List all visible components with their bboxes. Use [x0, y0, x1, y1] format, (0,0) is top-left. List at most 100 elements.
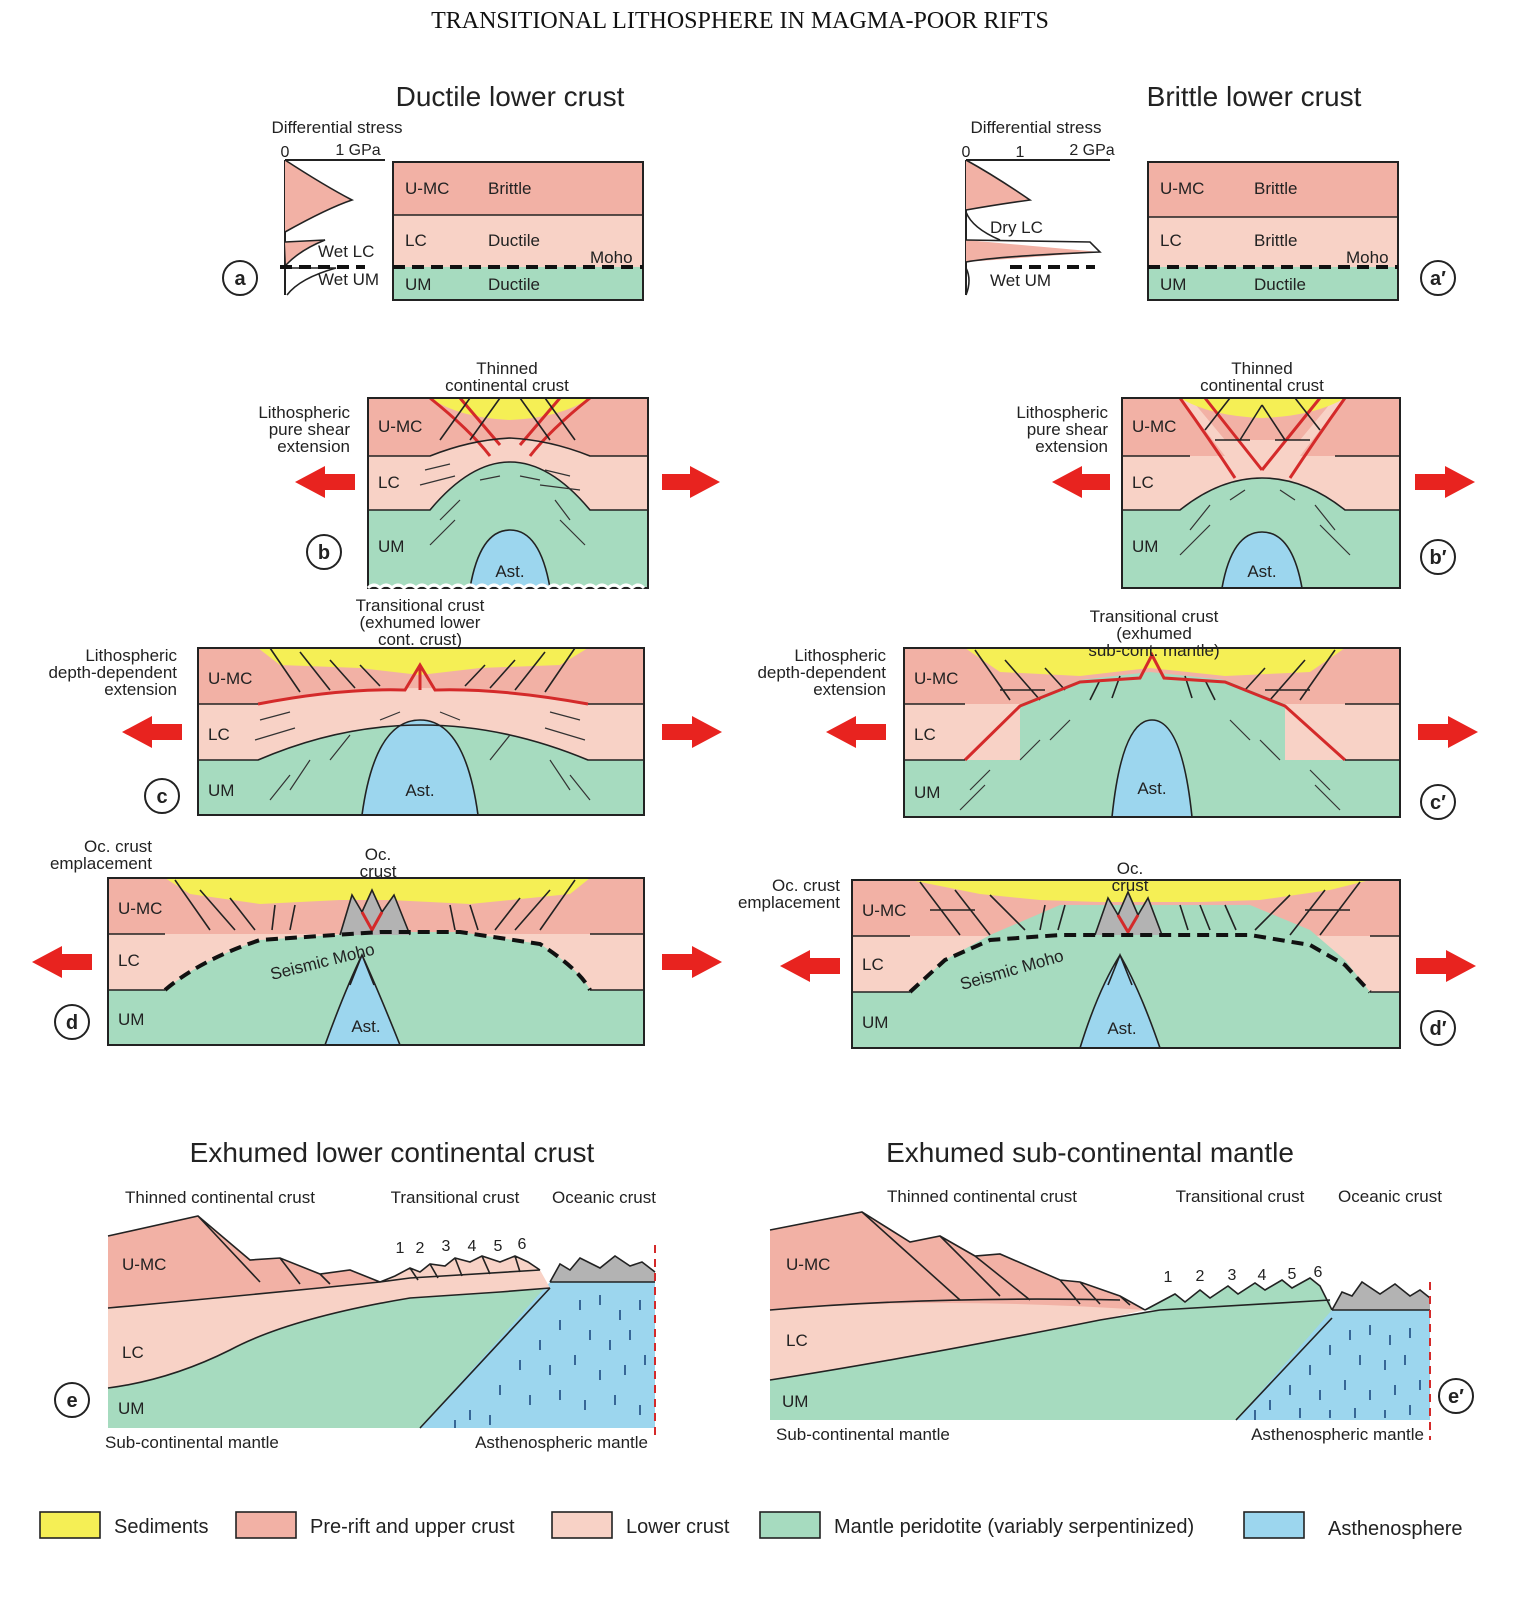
- svg-text:UM: UM: [208, 781, 234, 800]
- svg-text:U-MC: U-MC: [1132, 417, 1176, 436]
- panel-d-prime: U-MC LC UM Ast. Seismic Moho Oc. crust O…: [738, 859, 1476, 1049]
- panel-a: Differential stress 0 1 GPa Wet LC Wet U…: [222, 118, 644, 301]
- svg-text:crust: crust: [360, 862, 397, 881]
- legend-label-sediments: Sediments: [114, 1516, 209, 1538]
- svg-text:2: 2: [1196, 1268, 1205, 1285]
- svg-text:U-MC: U-MC: [378, 417, 422, 436]
- svg-text:pure shear: pure shear: [269, 420, 351, 439]
- svg-text:extension: extension: [277, 437, 350, 456]
- svg-text:continental crust: continental crust: [445, 376, 569, 395]
- svg-text:Brittle: Brittle: [1254, 231, 1297, 250]
- extension-arrow-right: [662, 466, 720, 498]
- svg-text:LC: LC: [1160, 231, 1182, 250]
- svg-text:Thinned continental crust: Thinned continental crust: [125, 1188, 315, 1207]
- svg-text:Transitional crust: Transitional crust: [1090, 607, 1219, 626]
- svg-text:extension: extension: [1035, 437, 1108, 456]
- svg-text:UM: UM: [1160, 275, 1186, 294]
- svg-text:(exhumed: (exhumed: [1116, 624, 1192, 643]
- curve-label-wet-um: Wet UM: [318, 270, 379, 289]
- svg-text:1: 1: [1016, 144, 1025, 161]
- svg-text:6: 6: [518, 1236, 527, 1253]
- svg-text:Asthenospheric mantle: Asthenospheric mantle: [475, 1433, 648, 1452]
- svg-text:LC: LC: [122, 1343, 144, 1362]
- panel-letter-b: [306, 534, 342, 570]
- panel-letter-c-prime: [1420, 784, 1456, 820]
- legend-swatch-asthenosphere: [1243, 1511, 1305, 1539]
- extension-arrow-left: [295, 466, 355, 498]
- panel-e: Exhumed lower continental crust Thinned …: [54, 1137, 656, 1452]
- panel-letter-e-prime: [1438, 1378, 1474, 1414]
- svg-text:Sub-continental mantle: Sub-continental mantle: [776, 1425, 950, 1444]
- right-column-title: Brittle lower crust: [1147, 81, 1362, 112]
- svg-text:Lithospheric: Lithospheric: [258, 403, 350, 422]
- svg-text:e: e: [66, 1390, 77, 1412]
- svg-text:emplacement: emplacement: [50, 854, 152, 873]
- panel-a-prime: Differential stress 0 1 2 GPa Dry LC Wet…: [962, 118, 1456, 301]
- svg-text:UM: UM: [118, 1399, 144, 1418]
- svg-text:Ductile: Ductile: [488, 275, 540, 294]
- stress-tick-0: 0: [281, 144, 290, 161]
- legend-swatch-lower-crust: [551, 1511, 613, 1539]
- legend-label-upper-crust: Pre-rift and upper crust: [310, 1516, 515, 1538]
- svg-text:Ast.: Ast.: [1137, 779, 1166, 798]
- svg-text:cont. crust): cont. crust): [378, 630, 462, 649]
- svg-text:b′: b′: [1429, 547, 1446, 569]
- svg-text:d: d: [66, 1012, 78, 1034]
- svg-text:0: 0: [962, 144, 971, 161]
- svg-text:c: c: [156, 786, 167, 808]
- left-column-title: Ductile lower crust: [396, 81, 625, 112]
- legend-label-lower-crust: Lower crust: [626, 1516, 730, 1538]
- svg-text:Ductile: Ductile: [488, 231, 540, 250]
- svg-text:sub-cont. mantle): sub-cont. mantle): [1088, 641, 1219, 660]
- svg-text:Oc. crust: Oc. crust: [84, 837, 152, 856]
- svg-text:continental crust: continental crust: [1200, 376, 1324, 395]
- svg-text:d′: d′: [1429, 1018, 1446, 1040]
- svg-text:depth-dependent: depth-dependent: [757, 663, 886, 682]
- svg-text:extension: extension: [813, 680, 886, 699]
- svg-text:Oc. crust: Oc. crust: [772, 876, 840, 895]
- panel-letter-a: [222, 260, 258, 296]
- svg-text:Oc.: Oc.: [1117, 859, 1143, 878]
- svg-text:Oc.: Oc.: [365, 845, 391, 864]
- panel-b: U-MC LC UM Ast. Thinned continental crus…: [258, 359, 720, 591]
- svg-text:UM: UM: [862, 1013, 888, 1032]
- svg-text:UM: UM: [1132, 537, 1158, 556]
- legend-swatch-mantle: [759, 1511, 821, 1539]
- svg-text:Brittle: Brittle: [1254, 179, 1297, 198]
- curve-label-wet-lc: Wet LC: [318, 242, 374, 261]
- svg-text:U-MC: U-MC: [118, 899, 162, 918]
- svg-text:2 GPa: 2 GPa: [1069, 142, 1114, 159]
- panel-letter-d-prime: [1420, 1010, 1456, 1046]
- strength-envelope-upper: [285, 160, 352, 232]
- moho-label: Moho: [590, 248, 633, 267]
- panel-letter-d: [54, 1004, 90, 1040]
- panel-d: U-MC LC UM Ast. Seismic Moho Oc. crust O…: [32, 837, 722, 1046]
- svg-text:Ast.: Ast.: [1247, 562, 1276, 581]
- panel-letter-a-prime: [1420, 260, 1456, 296]
- svg-text:5: 5: [1288, 1266, 1297, 1283]
- svg-text:Thinned: Thinned: [476, 359, 537, 378]
- svg-text:Transitional crust: Transitional crust: [391, 1188, 520, 1207]
- strength-envelope-wet-lc: [285, 240, 325, 265]
- svg-text:Sub-continental mantle: Sub-continental mantle: [105, 1433, 279, 1452]
- svg-text:UM: UM: [914, 783, 940, 802]
- rheology-column: [392, 161, 644, 301]
- svg-text:Oceanic crust: Oceanic crust: [1338, 1187, 1442, 1206]
- legend-swatch-sediments: [39, 1511, 101, 1539]
- svg-text:U-MC: U-MC: [208, 669, 252, 688]
- panel-letter-b-prime: [1420, 539, 1456, 575]
- svg-text:Lithospheric: Lithospheric: [85, 646, 177, 665]
- svg-text:LC: LC: [405, 231, 427, 250]
- svg-text:emplacement: emplacement: [738, 893, 840, 912]
- seismic-moho-line: [163, 930, 592, 992]
- svg-text:6: 6: [1314, 1264, 1323, 1281]
- legend-label-asthenosphere: Asthenosphere: [1328, 1518, 1463, 1540]
- svg-text:Brittle: Brittle: [488, 179, 531, 198]
- svg-text:U-MC: U-MC: [914, 669, 958, 688]
- svg-text:Transitional crust: Transitional crust: [356, 596, 485, 615]
- page-header: TRANSITIONAL LITHOSPHERE IN MAGMA-POOR R…: [431, 8, 1049, 34]
- svg-text:Ast.: Ast.: [351, 1017, 380, 1036]
- svg-text:pure shear: pure shear: [1027, 420, 1109, 439]
- svg-text:Ast.: Ast.: [1107, 1019, 1136, 1038]
- svg-text:Oceanic crust: Oceanic crust: [552, 1188, 656, 1207]
